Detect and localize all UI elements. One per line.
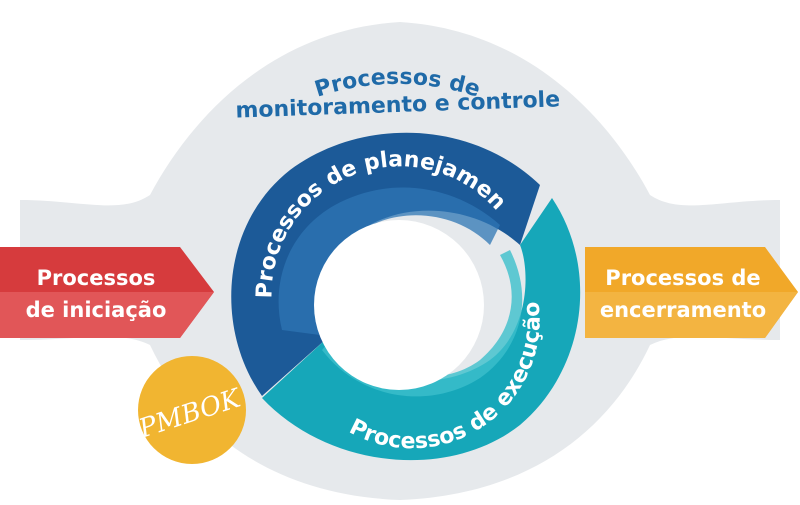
initiation-arrow: Processos de iniciação [0,247,214,338]
initiation-label-line1: Processos [37,266,156,290]
planning-arc [231,132,540,396]
closing-label-line2: encerramento [600,298,766,322]
pmbok-badge: PMBOK [134,356,246,464]
closing-label-line1: Processos de [605,266,760,290]
execution-arc [262,198,581,461]
initiation-label-line2: de iniciação [26,298,167,322]
center-circle [314,220,484,390]
closing-arrow: Processos de encerramento [585,247,798,338]
